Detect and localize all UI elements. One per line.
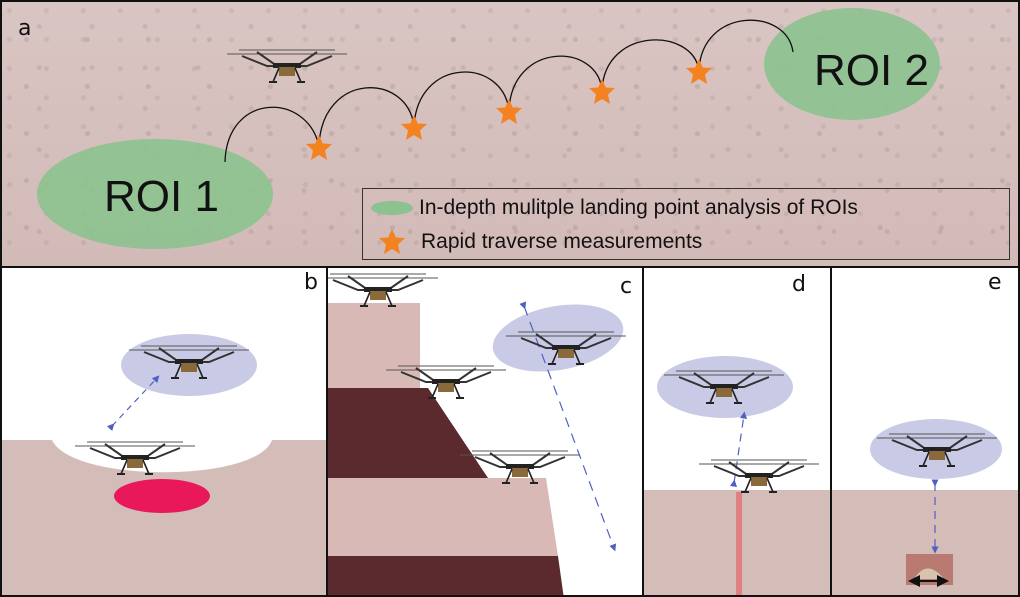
target-spot — [114, 479, 210, 513]
traverse-star-icon — [686, 59, 712, 84]
drone-icon — [698, 459, 820, 493]
panel-e-letter: e — [988, 270, 1002, 295]
panel-c-graphics — [328, 273, 627, 595]
drone-icon — [328, 273, 439, 307]
roi-1-label: ROI 1 — [104, 172, 219, 221]
traverse-star-icon — [589, 79, 615, 104]
roi-1-region — [37, 139, 273, 249]
panel-b: b — [0, 266, 328, 597]
dashed-arrow — [519, 301, 617, 552]
stratum-dark-lower — [328, 556, 564, 595]
panel-a-graphics — [37, 8, 940, 249]
stratum-light-middle — [328, 478, 558, 556]
hover-zone — [492, 304, 624, 372]
legend-item-roi: In-depth mulitple landing point analysis… — [371, 193, 858, 223]
roi-2-region — [764, 8, 940, 120]
traverse-path — [224, 19, 794, 163]
green-ellipse-icon — [371, 201, 413, 215]
panel-b-graphics — [2, 334, 326, 595]
dashed-arrow — [106, 375, 160, 432]
traverse-star-icon — [401, 115, 427, 140]
legend-item-traverse: Rapid traverse measurements — [371, 227, 702, 257]
panel-e-graphics — [832, 419, 1018, 595]
stratum-light-top — [328, 303, 420, 388]
dashed-arrow — [729, 411, 748, 488]
legend-label-traverse: Rapid traverse measurements — [421, 230, 703, 253]
roi-2-label: ROI 2 — [814, 46, 929, 95]
panel-a: a ROI 1 ROI 2 In-depth mulitple landing … — [0, 0, 1020, 268]
traverse-star-icon — [306, 135, 332, 160]
panel-e: e — [830, 266, 1020, 597]
traverse-star-icon — [496, 99, 522, 124]
stratum-dark-upper — [328, 388, 488, 478]
panel-d: d — [642, 266, 832, 597]
panel-d-graphics — [644, 356, 830, 595]
panel-a-letter: a — [18, 16, 32, 41]
orange-star-icon — [379, 229, 405, 254]
panel-d-letter: d — [792, 272, 806, 297]
legend: In-depth mulitple landing point analysis… — [362, 188, 1010, 260]
panel-c-letter: c — [620, 274, 633, 299]
measurement-column — [736, 492, 742, 595]
legend-label-roi: In-depth mulitple landing point analysis… — [419, 196, 858, 219]
panel-b-letter: b — [304, 270, 318, 295]
panel-c: c — [326, 266, 644, 597]
drone-icon — [226, 49, 348, 83]
